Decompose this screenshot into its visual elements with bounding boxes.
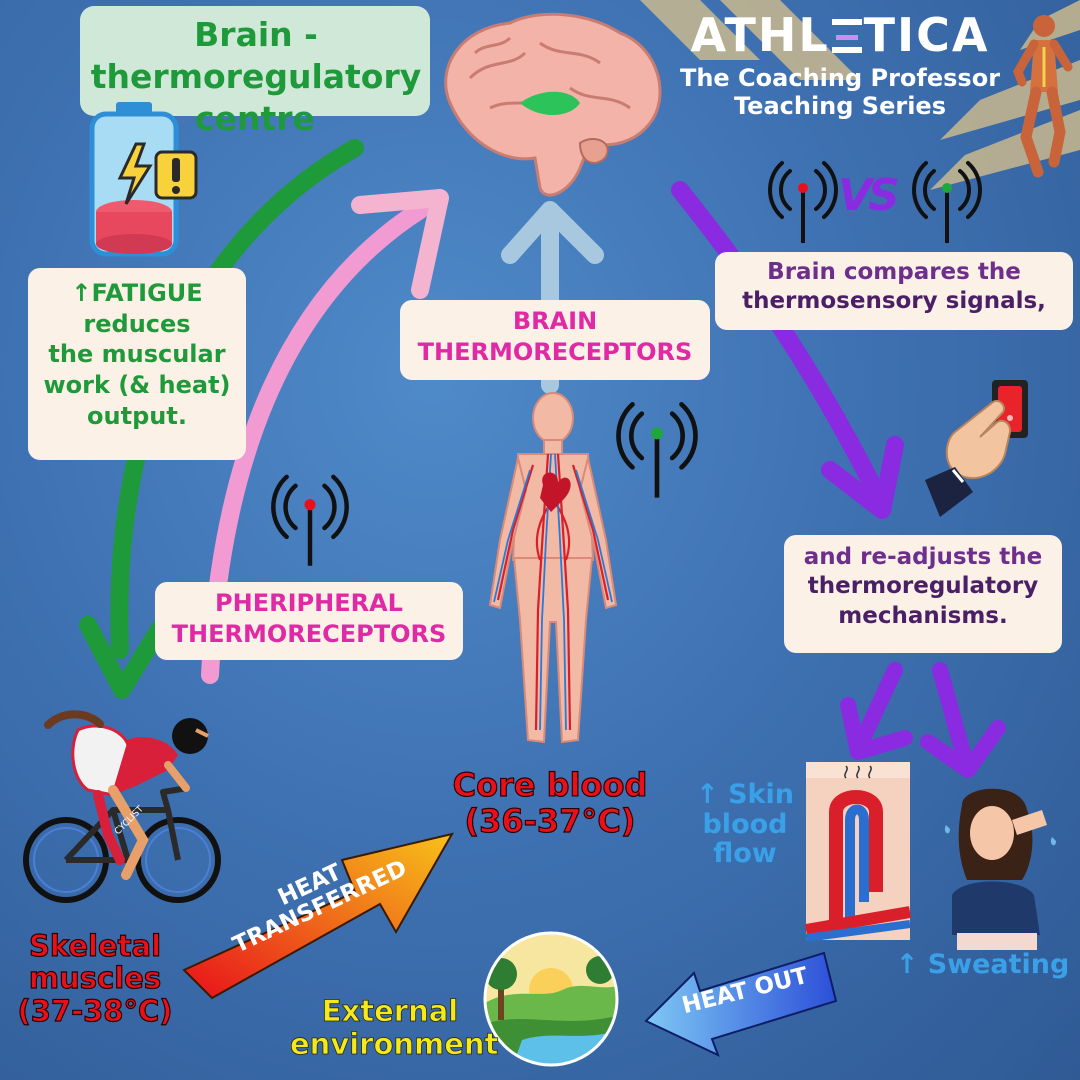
compare-label: Brain compares the thermosensory signals… bbox=[715, 252, 1073, 330]
fatigue-line2: reduces bbox=[83, 309, 191, 338]
brand-subtitle-line1: The Coaching Professor bbox=[679, 64, 1001, 92]
brain-thermoreceptors-line1: BRAIN bbox=[512, 307, 598, 335]
pink-arrowhead bbox=[351, 189, 449, 299]
vs-label: VS bbox=[838, 170, 900, 221]
fatigue-line3: the muscular bbox=[48, 340, 226, 369]
skin-blood-flow-label: ↑ Skin blood flow bbox=[690, 780, 800, 869]
purple-sweat-arrowhead bbox=[920, 720, 1006, 778]
signal-green-icon-body bbox=[616, 402, 698, 498]
skin-line1: Skin bbox=[728, 779, 794, 810]
core-blood-label: Core blood (36-37°C) bbox=[440, 766, 660, 840]
sweating-label: ↑ Sweating bbox=[890, 950, 1075, 980]
brain-icon bbox=[444, 12, 662, 197]
compare-line2: thermosensory signals, bbox=[742, 288, 1046, 315]
brain-receptor-arrowhead bbox=[501, 201, 604, 264]
external-line1: External bbox=[321, 994, 459, 1029]
skin-blood-vessel-icon bbox=[804, 762, 912, 942]
landscape-icon bbox=[483, 931, 619, 1067]
fatigue-line4: work (& heat) bbox=[43, 371, 231, 400]
cyclist-icon: CYCLIST bbox=[23, 710, 221, 903]
purple-sweat-arrow bbox=[932, 662, 973, 768]
signal-red-icon-peripheral bbox=[271, 474, 349, 566]
pointing-hand-icon bbox=[925, 400, 1012, 517]
skin-line2: blood bbox=[702, 808, 788, 840]
signal-red-icon bbox=[768, 161, 838, 243]
brand-block: ATHL TICA The Coaching Professor Teaching… bbox=[660, 8, 1020, 120]
skeletal-line2: muscles bbox=[28, 961, 162, 996]
up-arrow-icon: ↑ bbox=[71, 279, 92, 307]
readjust-line3: mechanisms. bbox=[838, 602, 1008, 629]
purple-compare-arrow bbox=[671, 181, 889, 509]
up-arrow-icon-sweat: ↑ bbox=[895, 949, 928, 980]
fatigue-label: ↑FATIGUE reduces the muscular work (& he… bbox=[28, 268, 246, 460]
external-line2: environment bbox=[290, 1027, 499, 1062]
skeletal-line3: (37-38°C) bbox=[17, 993, 173, 1028]
heat-out-arrow bbox=[644, 951, 838, 1057]
purple-skin-arrow bbox=[852, 662, 903, 753]
peripheral-line2: THERMORECEPTORS bbox=[171, 619, 447, 648]
battery-fatigue-icon bbox=[89, 102, 198, 257]
brand-name-part2: TICA bbox=[863, 8, 990, 62]
readjust-line1: and re-adjusts the bbox=[803, 544, 1043, 570]
readjust-label: and re-adjusts the thermoregulatory mech… bbox=[784, 535, 1062, 653]
signal-green-icon-top bbox=[912, 161, 982, 243]
brain-centre-line2: centre bbox=[195, 99, 315, 139]
brain-centre-line1: Brain - thermoregulatory bbox=[90, 15, 422, 97]
sweating-person-icon bbox=[944, 788, 1056, 950]
external-environment-label: External environment bbox=[290, 994, 499, 1062]
sweating-text: Sweating bbox=[927, 949, 1070, 980]
brand-e-mark bbox=[831, 19, 862, 53]
core-blood-line1: Core blood bbox=[452, 766, 648, 804]
core-blood-line2: (36-37°C) bbox=[464, 801, 636, 840]
readjust-line2: thermoregulatory bbox=[807, 573, 1039, 600]
brand-subtitle-line2: Teaching Series bbox=[733, 92, 946, 120]
skin-line3: flow bbox=[713, 838, 777, 870]
brand-name: ATHL TICA bbox=[660, 8, 1020, 62]
peripheral-thermoreceptors-label: PHERIPHERAL THERMORECEPTORS bbox=[155, 582, 463, 660]
up-arrow-icon-skin: ↑ bbox=[696, 779, 729, 810]
heat-transferred-arrow bbox=[182, 832, 455, 1000]
fatigue-line1: FATIGUE bbox=[91, 279, 203, 307]
runner-icon bbox=[1013, 15, 1073, 178]
skeletal-line1: Skeletal bbox=[28, 929, 162, 963]
compare-line1: Brain compares the bbox=[767, 259, 1021, 285]
skeletal-muscles-label: Skeletal muscles (37-38°C) bbox=[10, 929, 180, 1028]
purple-skin-arrowhead bbox=[840, 697, 913, 760]
brain-thermoreceptors-label: BRAIN THERMORECEPTORS bbox=[400, 300, 710, 380]
brain-centre-label: Brain - thermoregulatory centre bbox=[80, 6, 430, 138]
brain-thermoreceptors-line2: THERMORECEPTORS bbox=[417, 337, 693, 366]
human-body-circulation-icon bbox=[488, 392, 618, 744]
green-arrowhead bbox=[79, 616, 169, 699]
brand-name-part1: ATHL bbox=[690, 8, 830, 62]
purple-arrowhead bbox=[821, 436, 904, 519]
fatigue-line5: output. bbox=[87, 401, 187, 430]
peripheral-line1: PHERIPHERAL bbox=[215, 589, 403, 617]
